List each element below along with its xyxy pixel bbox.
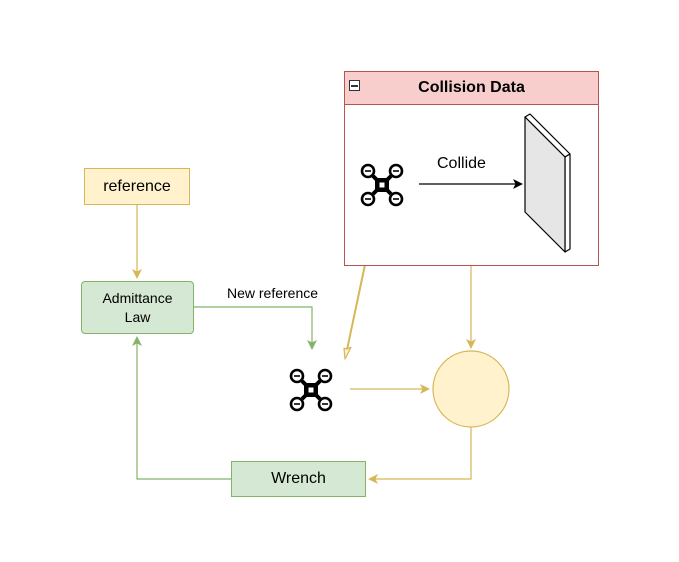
reference-label: reference [103,177,171,195]
collision-scene [360,113,571,253]
collide-label: Collide [437,155,486,172]
collision-data-header: Collision Data [345,72,598,105]
drone-icon [360,163,404,207]
reference-node: reference [84,168,190,205]
collapse-icon[interactable] [349,80,360,91]
collision-data-title: Collision Data [418,79,525,96]
admittance-label-line1: Admittance [102,289,173,306]
edge-new-reference [194,306,317,350]
edge-circle-to-wrench [368,426,472,484]
admittance-label-line2: Law [124,308,151,325]
admittance-law-node: Admittance Law [81,281,194,334]
wrench-node: Wrench [231,461,366,497]
edge-wrench-to-admittance [132,336,231,480]
summing-circle [432,350,510,428]
new-reference-label: New reference [227,285,319,301]
wall-icon [524,113,571,253]
collision-data-container: Collision Data Collide [344,71,599,266]
wrench-label: Wrench [271,470,326,487]
drone-icon [289,368,333,412]
